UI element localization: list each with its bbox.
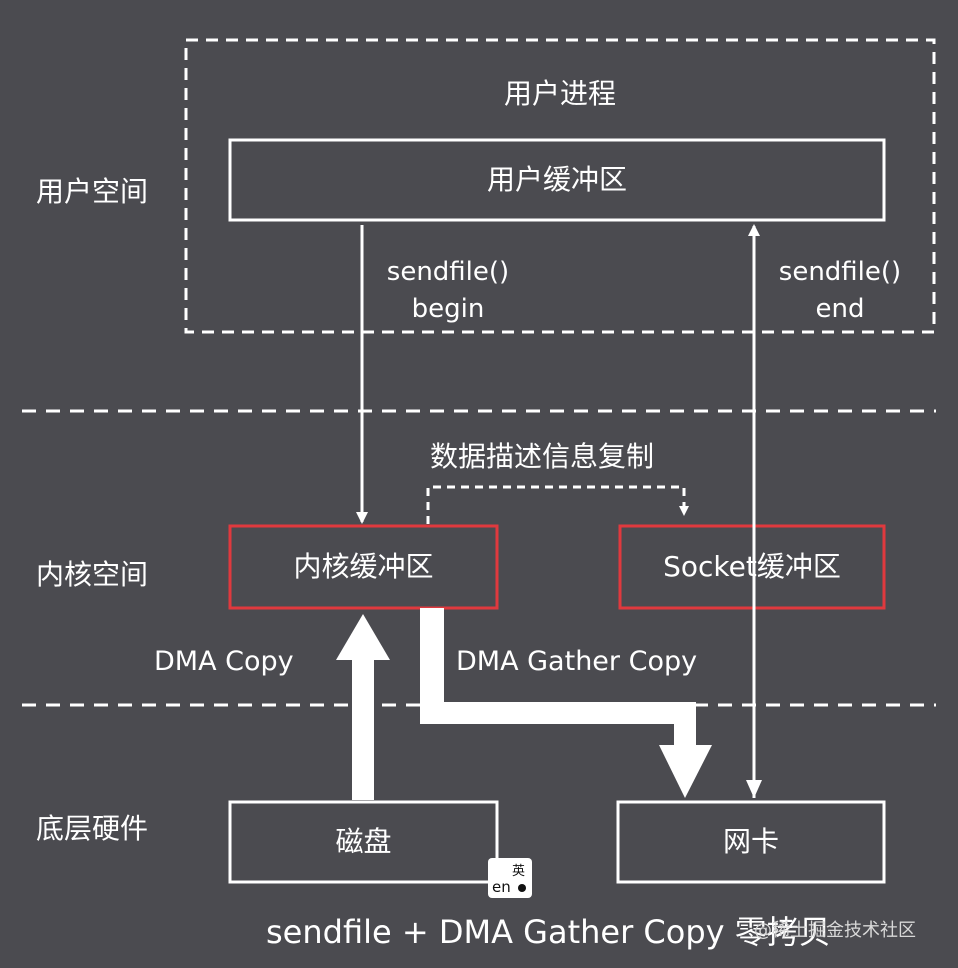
ime-mode-bottom: en [492, 878, 511, 896]
sendfile-begin-label: sendfile() begin [368, 254, 528, 328]
dma-gather-copy-arrow-head [659, 745, 712, 798]
dma-copy-shaft [352, 655, 374, 800]
ime-dot-icon [518, 884, 526, 892]
hardware-label: 底层硬件 [36, 812, 149, 845]
sendfile-end-line2: end [815, 293, 865, 324]
nic-arrow-head [746, 780, 762, 798]
user-process-label: 用户进程 [503, 77, 616, 110]
sendfile-begin-line2: begin [411, 293, 485, 324]
sendfile-end-label: sendfile() end [760, 254, 920, 328]
disk-label: 磁盘 [335, 825, 392, 858]
descriptor-copy-label: 数据描述信息复制 [430, 440, 655, 473]
sendfile-end-line1: sendfile() [778, 257, 902, 287]
dma-copy-arrow-head [336, 614, 390, 660]
sendfile-begin-line1: sendfile() [386, 257, 510, 287]
diagram-caption: sendfile + DMA Gather Copy 零拷贝 [266, 913, 831, 951]
ime-indicator[interactable]: 英 en [488, 858, 532, 898]
watermark: @稀土掘金技术社区 [754, 920, 916, 941]
user-space-label: 用户空间 [36, 175, 149, 208]
socket-buffer-box [618, 524, 886, 610]
user-buffer-label: 用户缓冲区 [486, 163, 627, 196]
socket-buffer-label: Socket缓冲区 [663, 550, 841, 583]
ime-mode-top: 英 [512, 864, 526, 879]
user-buffer-box [228, 138, 886, 222]
dma-copy-label: DMA Copy [154, 646, 294, 677]
kernel-buffer-box [228, 524, 499, 610]
nic-label: 网卡 [722, 825, 779, 858]
dma-gather-copy-label: DMA Gather Copy [456, 646, 698, 677]
kernel-space-label: 内核空间 [36, 558, 149, 591]
dma-gather-copy-path [420, 608, 696, 748]
disk-box [228, 800, 499, 884]
nic-box [616, 800, 886, 884]
descriptor-copy-arrow [426, 485, 689, 524]
kernel-buffer-label: 内核缓冲区 [293, 550, 434, 583]
